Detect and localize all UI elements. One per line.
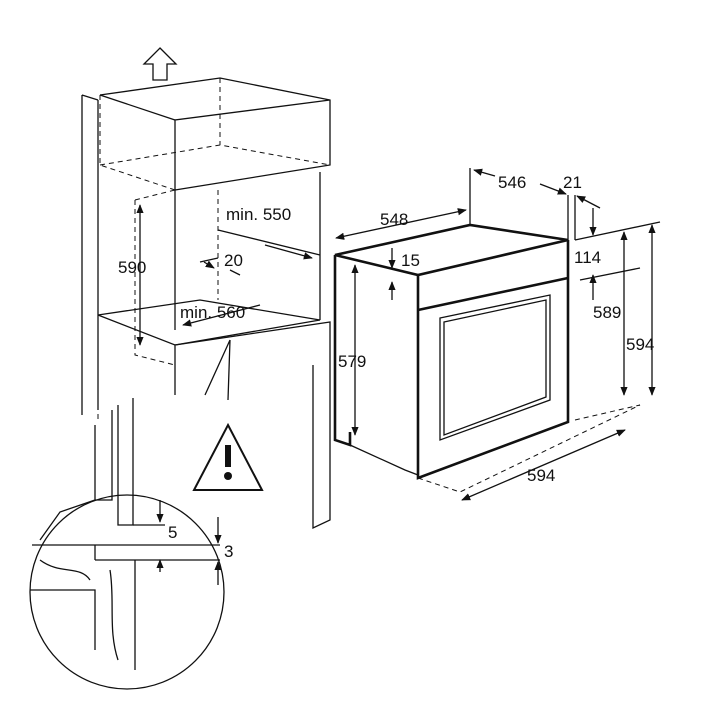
label-cabinet-depth-min: min. 550 — [226, 205, 291, 224]
oven — [333, 168, 661, 501]
label-niche-height: 590 — [118, 258, 146, 277]
label-side-height: 579 — [338, 352, 366, 371]
warning-icon — [192, 422, 264, 491]
label-panel-height: 114 — [574, 248, 601, 267]
label-gap-3: 3 — [224, 542, 233, 561]
arrow-up-icon — [142, 47, 178, 81]
label-rear-gap: 20 — [224, 251, 243, 270]
label-gap-5: 5 — [168, 523, 177, 542]
label-front-height: 594 — [626, 335, 654, 354]
detail-circle — [29, 398, 264, 690]
label-body-height: 589 — [593, 303, 621, 322]
cabinet — [81, 77, 331, 530]
label-top-offset: 15 — [401, 251, 420, 270]
label-front-thickness: 21 — [563, 173, 582, 192]
label-body-depth: 546 — [498, 173, 526, 192]
label-niche-width-min: min. 560 — [180, 303, 245, 322]
label-front-width: 594 — [527, 466, 555, 485]
label-oven-depth: 548 — [380, 210, 408, 229]
